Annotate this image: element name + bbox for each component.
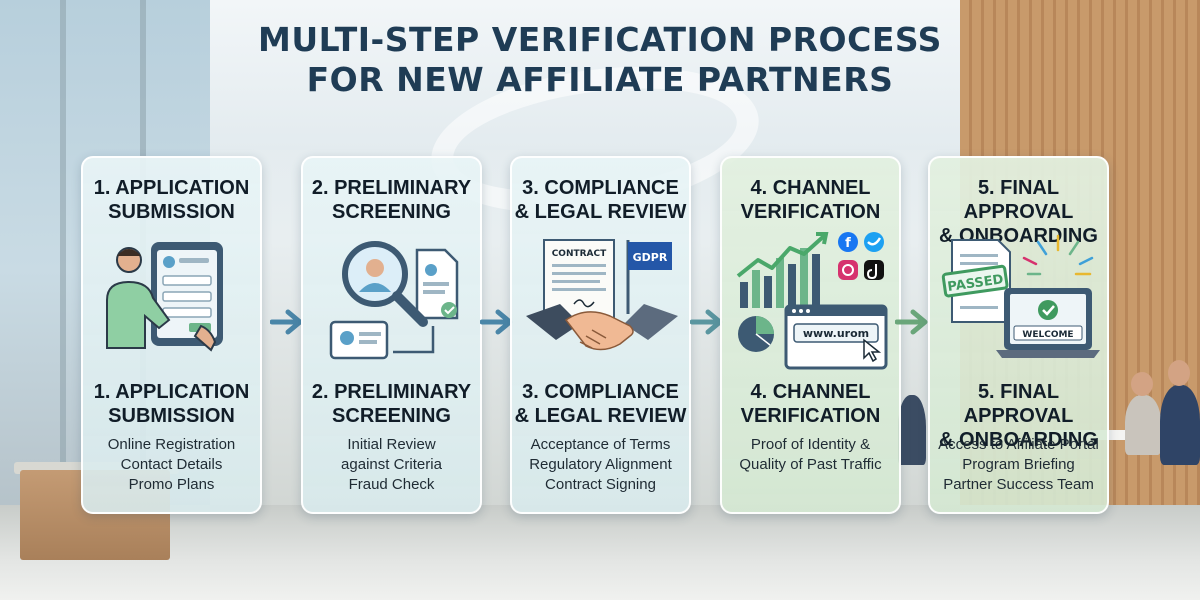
growth-chart-browser-icon: f www.urom xyxy=(732,230,892,370)
magnifier-profile-icon xyxy=(313,230,473,370)
step-heading-repeat: 3. COMPLIANCE& LEGAL REVIEW xyxy=(512,380,689,428)
contract-label: CONTRACT xyxy=(552,249,607,259)
laptop-welcome-icon: PASSED WELCOME xyxy=(940,230,1100,370)
diagram-title: MULTI-STEP VERIFICATION PROCESS FOR NEW … xyxy=(0,20,1200,100)
step-details: Acceptance of Terms Regulatory Alignment… xyxy=(512,435,689,495)
step-details: Access to Affiliate Portal Program Brief… xyxy=(930,435,1107,495)
person-tablet-form-icon xyxy=(93,230,253,370)
url-label: www.urom xyxy=(803,327,869,340)
background-person xyxy=(1125,395,1161,455)
instagram-icon xyxy=(838,260,858,280)
svg-text:f: f xyxy=(845,236,851,251)
arrow-right-icon xyxy=(895,308,931,336)
floor xyxy=(0,505,1200,600)
step-card-compliance-legal-review: 3. COMPLIANCE& LEGAL REVIEW CONTRACT GDP… xyxy=(510,156,691,514)
background-person xyxy=(1160,385,1200,465)
step-details: Initial Review against Criteria Fraud Ch… xyxy=(303,435,480,495)
twitter-icon xyxy=(864,232,884,252)
step-details: Online Registration Contact Details Prom… xyxy=(83,435,260,495)
contract-handshake-icon: CONTRACT GDPR xyxy=(522,230,682,370)
step-details: Proof of Identity & Quality of Past Traf… xyxy=(722,435,899,475)
step-heading: 3. COMPLIANCE& LEGAL REVIEW xyxy=(512,176,689,224)
background-person xyxy=(898,395,926,465)
gdpr-flag-label: GDPR xyxy=(633,251,668,264)
step-card-final-approval-onboarding: 5. FINAL APPROVAL& ONBOARDING PASSED WEL… xyxy=(928,156,1109,514)
welcome-screen-label: WELCOME xyxy=(1022,330,1073,340)
